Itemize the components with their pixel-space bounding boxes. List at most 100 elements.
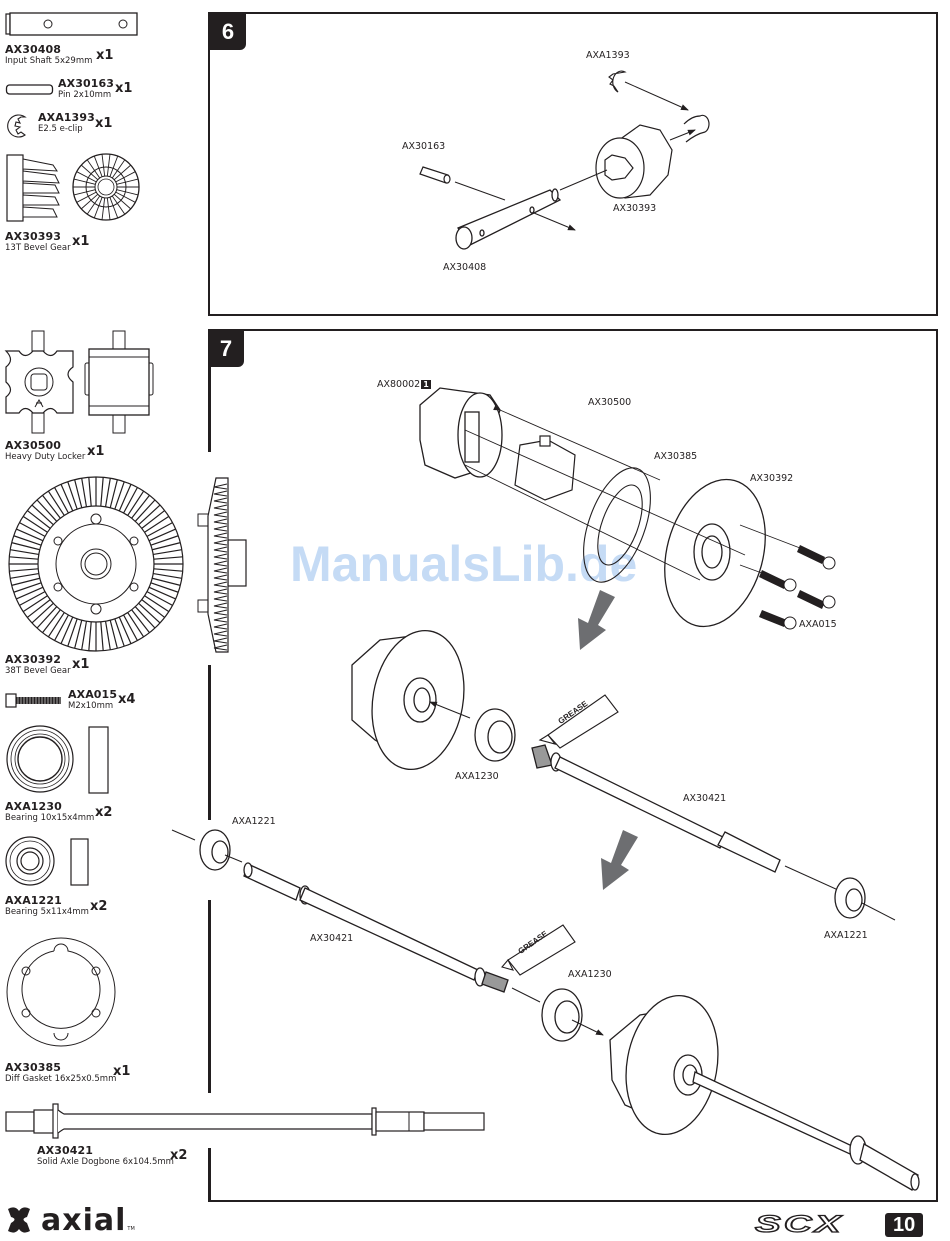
gear-tooth bbox=[123, 614, 138, 641]
gasket bbox=[583, 467, 651, 583]
gear-tooth bbox=[141, 599, 166, 618]
part-quantity: x2 bbox=[170, 1148, 188, 1163]
gear-tooth bbox=[109, 620, 118, 649]
part-description: Pin 2x10mm bbox=[58, 90, 112, 100]
gear-tooth bbox=[10, 572, 39, 579]
gear-tooth bbox=[67, 481, 78, 510]
gear-tooth bbox=[13, 582, 42, 593]
callout-bearing-small-2: AXA1221 bbox=[232, 816, 276, 827]
callout-input-shaft: AX30408 bbox=[443, 262, 487, 273]
gear-tooth bbox=[81, 478, 88, 507]
gear-tooth bbox=[118, 616, 132, 644]
part-quantity: x1 bbox=[96, 48, 114, 63]
gear-tooth bbox=[36, 606, 58, 629]
part-quantity: x1 bbox=[113, 1064, 131, 1079]
bearing-small bbox=[199, 829, 231, 871]
gear-tooth bbox=[213, 567, 228, 574]
callout-pin: AX30163 bbox=[402, 141, 446, 152]
part-description: M2x10mm bbox=[68, 701, 114, 711]
gear-tooth bbox=[213, 609, 228, 616]
gear-tooth bbox=[60, 484, 74, 512]
brand-name: axial bbox=[41, 1203, 127, 1238]
step-6-illustration bbox=[419, 70, 710, 250]
gear-tooth bbox=[74, 479, 83, 508]
axial-logo: axial TM bbox=[5, 1203, 135, 1238]
bearing-large-side-icon bbox=[88, 726, 109, 794]
callout-axle-2: AX30421 bbox=[310, 933, 354, 944]
scx10-logo: SCX 10 bbox=[754, 1210, 924, 1239]
gear-tooth bbox=[47, 490, 65, 516]
part-description: Input Shaft 5x29mm bbox=[5, 56, 93, 66]
part-quantity: x1 bbox=[72, 657, 90, 672]
gear-tooth bbox=[13, 535, 42, 546]
part-number: AX30421 bbox=[37, 1144, 93, 1157]
gear-tooth bbox=[26, 510, 51, 529]
gear-tooth bbox=[88, 621, 92, 651]
bearing-large-front-icon bbox=[6, 725, 74, 793]
diff-case bbox=[419, 387, 503, 479]
gear-tooth bbox=[213, 518, 228, 525]
part-AX30163: AX30163 Pin 2x10mm bbox=[58, 78, 114, 101]
gear-tooth bbox=[213, 595, 228, 602]
gear-tooth bbox=[104, 621, 111, 650]
gear-tooth bbox=[81, 193, 99, 210]
part-AX30392: AX30392 38T Bevel Gear bbox=[5, 654, 71, 677]
callout-axle-1: AX30421 bbox=[683, 793, 727, 804]
part-AXA015: AXA015 M2x10mm bbox=[68, 689, 117, 712]
callout-locker: AX30500 bbox=[588, 397, 632, 408]
part-AX30500: AX30500 Heavy Duty Locker bbox=[5, 440, 85, 463]
trademark: TM bbox=[127, 1226, 135, 1232]
bearing-small-front-icon bbox=[5, 836, 55, 886]
gear-tooth bbox=[146, 522, 173, 537]
gear-tooth bbox=[88, 477, 92, 507]
part-AX30408: AX30408 Input Shaft 5x29mm bbox=[5, 44, 93, 67]
gear-tooth bbox=[10, 549, 39, 556]
callout-bearing-large-2: AXA1230 bbox=[568, 969, 612, 980]
gear-tooth bbox=[114, 481, 125, 510]
gear-tooth bbox=[213, 525, 228, 532]
gear-tooth bbox=[54, 487, 69, 514]
diff-assembly bbox=[609, 994, 920, 1191]
gear-tooth bbox=[104, 478, 111, 507]
gear-tooth bbox=[150, 582, 179, 593]
direction-arrow bbox=[601, 830, 638, 890]
gear-tooth bbox=[106, 197, 111, 220]
axle bbox=[243, 862, 509, 993]
gear-tooth bbox=[47, 612, 65, 638]
gear-tooth bbox=[213, 581, 228, 588]
gear-tooth bbox=[42, 494, 61, 519]
step-7-panel: 7 bbox=[208, 329, 938, 1202]
part-quantity: x1 bbox=[87, 444, 105, 459]
gear-tooth bbox=[42, 609, 61, 634]
gear-tooth bbox=[144, 515, 170, 533]
input-shaft bbox=[455, 188, 562, 250]
gear-tooth bbox=[93, 155, 103, 177]
gear-tooth bbox=[153, 568, 183, 572]
gear-tooth bbox=[213, 588, 228, 595]
axle-dogbone-icon bbox=[5, 1103, 485, 1139]
gear-tooth bbox=[81, 621, 88, 650]
gear-tooth bbox=[67, 618, 78, 647]
bearing-small-side-icon bbox=[70, 838, 89, 886]
gear-tooth bbox=[213, 539, 228, 546]
pin bbox=[419, 166, 451, 184]
part-AX30393: AX30393 13T Bevel Gear bbox=[5, 231, 71, 254]
ring-gear bbox=[664, 478, 766, 628]
gear-tooth bbox=[213, 497, 228, 504]
grease-tube bbox=[538, 694, 619, 749]
gear-tooth bbox=[100, 477, 104, 507]
locker bbox=[514, 435, 576, 501]
locker-side-icon bbox=[84, 330, 154, 434]
locker-front-icon bbox=[4, 330, 74, 434]
gear-tooth bbox=[109, 197, 119, 219]
gear-tooth bbox=[9, 568, 39, 572]
gear-tooth bbox=[213, 616, 228, 623]
axle bbox=[531, 744, 781, 873]
gear-tooth bbox=[16, 586, 44, 600]
part-number: AXA1230 bbox=[5, 800, 62, 813]
gear-tooth bbox=[213, 532, 228, 539]
gear-tooth bbox=[213, 574, 228, 581]
gear-tooth bbox=[118, 484, 132, 512]
part-number: AXA1221 bbox=[5, 894, 62, 907]
gear-tooth bbox=[213, 511, 228, 518]
